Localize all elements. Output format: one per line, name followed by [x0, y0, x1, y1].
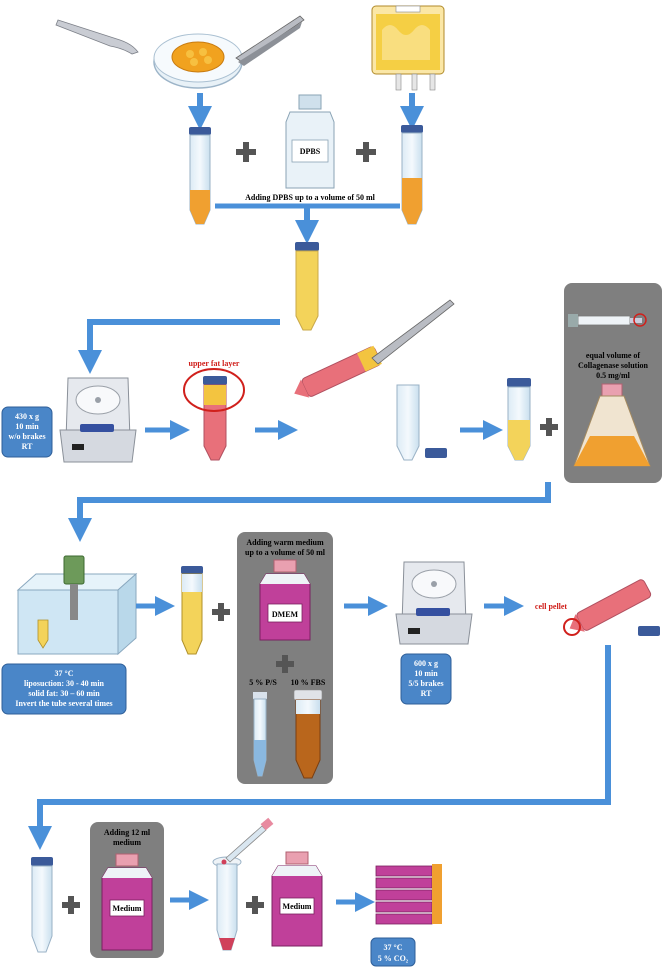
collagenase-line-2: Collagenase solution	[578, 361, 649, 370]
centrifuge1-line-4: RT	[22, 442, 33, 451]
erlenmeyer-flask-icon	[573, 383, 651, 467]
plus-icon-5	[276, 655, 294, 673]
forceps-icon	[235, 15, 305, 66]
medium-bottle-2-label: Medium	[283, 902, 312, 911]
add-12ml-panel: Adding 12 ml medium Medium	[90, 822, 164, 958]
centrifuge2-conditions-box: 600 x g 10 min 5/5 brakes RT	[400, 653, 452, 705]
centrifuge2-line-4: RT	[421, 689, 432, 698]
fbs-tube	[293, 689, 323, 779]
dmem-bottle: DMEM	[259, 559, 311, 641]
tube-cap-1	[425, 448, 447, 458]
empty-tube	[396, 384, 447, 461]
warm-medium-line-1: Adding warm medium	[246, 538, 324, 547]
add-12ml-line-2: medium	[113, 838, 141, 847]
forceps-icon-2	[371, 299, 455, 365]
scalpel-icon	[55, 19, 139, 55]
waterbath-line-2: liposuction: 30 - 40 min	[24, 679, 105, 688]
centrifuge2-line-1: 600 x g	[414, 659, 438, 668]
syringe-icon	[568, 313, 647, 327]
waterbath-conditions-box: 37 °C liposuction: 30 - 40 min solid fat…	[1, 663, 127, 715]
centrifuge2-line-2: 10 min	[414, 669, 438, 678]
petri-dish-icon	[153, 33, 243, 89]
pipette-icon	[221, 817, 274, 865]
incubator-conditions-box: 37 °C 5 % CO₂	[370, 937, 416, 967]
falcon-tube-2	[401, 125, 423, 225]
ps-tube	[253, 692, 267, 777]
adding-dpbs-label: Adding DPBS up to a volume of 50 ml	[245, 193, 376, 202]
add-12ml-line-1: Adding 12 ml	[104, 828, 151, 837]
fbs-label: 10 % FBS	[291, 678, 326, 687]
culture-flasks-icon	[375, 864, 442, 925]
ps-label: 5 % P/S	[249, 678, 277, 687]
medium-bottle-1-label: Medium	[113, 904, 142, 913]
plus-icon-7	[246, 896, 264, 914]
centrifuge1-line-2: 10 min	[15, 422, 39, 431]
plus-icon-2	[356, 142, 376, 162]
liposuction-bag-icon	[371, 5, 445, 91]
falcon-tube-1	[189, 127, 211, 225]
warm-medium-panel: Adding warm medium up to a volume of 50 …	[237, 532, 333, 784]
centrifuge-icon-2	[395, 561, 473, 645]
dmem-label: DMEM	[272, 610, 299, 619]
waterbath-line-3: solid fat: 30 – 60 min	[28, 689, 100, 698]
plus-icon-4	[212, 603, 230, 621]
collagenase-line-1: equal volume of	[586, 351, 641, 360]
medium-bottle-2: Medium	[271, 851, 323, 947]
falcon-tube-6	[181, 566, 203, 655]
waterbath-line-4: Invert the tube several times	[15, 699, 112, 708]
arrow-elbow-3	[28, 645, 611, 850]
collagenase-line-3: 0.5 mg/ml	[596, 371, 631, 380]
centrifuge2-line-3: 5/5 brakes	[408, 679, 443, 688]
fat-layer-highlight	[183, 368, 245, 412]
falcon-tube-3	[295, 242, 319, 331]
collagenase-panel: equal volume of Collagenase solution 0.5…	[564, 283, 662, 483]
upper-fat-layer-label: upper fat layer	[189, 359, 240, 368]
falcon-tube-5	[507, 378, 531, 461]
water-bath-icon	[16, 555, 138, 656]
plus-icon-6	[62, 896, 80, 914]
centrifuge1-line-1: 430 x g	[15, 412, 39, 421]
tilted-tube-1	[294, 345, 382, 398]
centrifuge1-conditions-box: 430 x g 10 min w/o brakes RT	[1, 406, 53, 458]
arrow-elbow-2	[68, 482, 551, 542]
arrow-elbow-1	[78, 319, 280, 374]
plus-icon-3	[540, 418, 558, 436]
dpbs-bottle: DPBS	[285, 94, 335, 189]
plus-icon-1	[236, 142, 256, 162]
centrifuge-icon-1	[59, 377, 137, 463]
waterbath-line-1: 37 °C	[55, 669, 74, 678]
falcon-tube-7	[31, 857, 53, 953]
falcon-tube-4	[203, 376, 227, 461]
incubator-line-1: 37 °C	[384, 943, 403, 952]
dpbs-label: DPBS	[300, 147, 321, 156]
warm-medium-line-2: up to a volume of 50 ml	[245, 548, 326, 557]
pellet-highlight	[563, 618, 581, 636]
medium-bottle-1: Medium	[101, 853, 153, 951]
tube-cap-2	[638, 626, 660, 636]
centrifuge1-line-3: w/o brakes	[8, 432, 45, 441]
tilted-tube-2	[569, 579, 652, 632]
falcon-tube-8	[212, 856, 242, 951]
cell-pellet-label: cell pellet	[535, 602, 568, 611]
incubator-line-2: 5 % CO₂	[378, 954, 409, 963]
